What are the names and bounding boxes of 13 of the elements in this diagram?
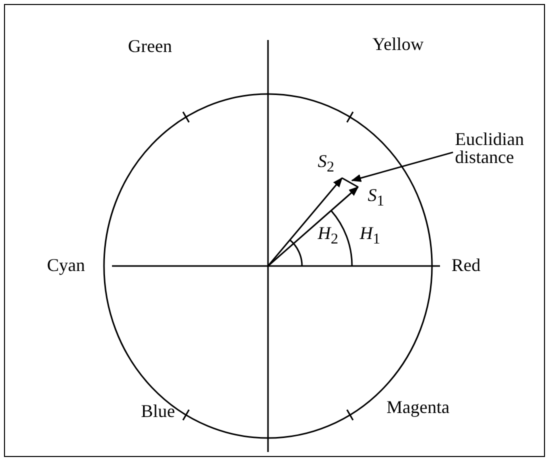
distance-segment bbox=[342, 177, 358, 188]
saturation-label: S$_{2}$ bbox=[318, 152, 334, 176]
saturation-label: S$_{1}$ bbox=[368, 186, 384, 210]
hue-label: Green bbox=[128, 37, 172, 57]
angle-label: H$_{2}$ bbox=[318, 224, 338, 248]
callout-text: Euclidian distance bbox=[455, 130, 537, 166]
hue-label: Red bbox=[452, 256, 480, 276]
angle-label: H$_{1}$ bbox=[360, 224, 380, 248]
hue-label: Cyan bbox=[47, 256, 85, 276]
hue-label: Magenta bbox=[386, 398, 450, 418]
hue-label: Yellow bbox=[372, 35, 424, 55]
leader-line bbox=[351, 152, 454, 182]
hue-label: Blue bbox=[141, 402, 175, 422]
